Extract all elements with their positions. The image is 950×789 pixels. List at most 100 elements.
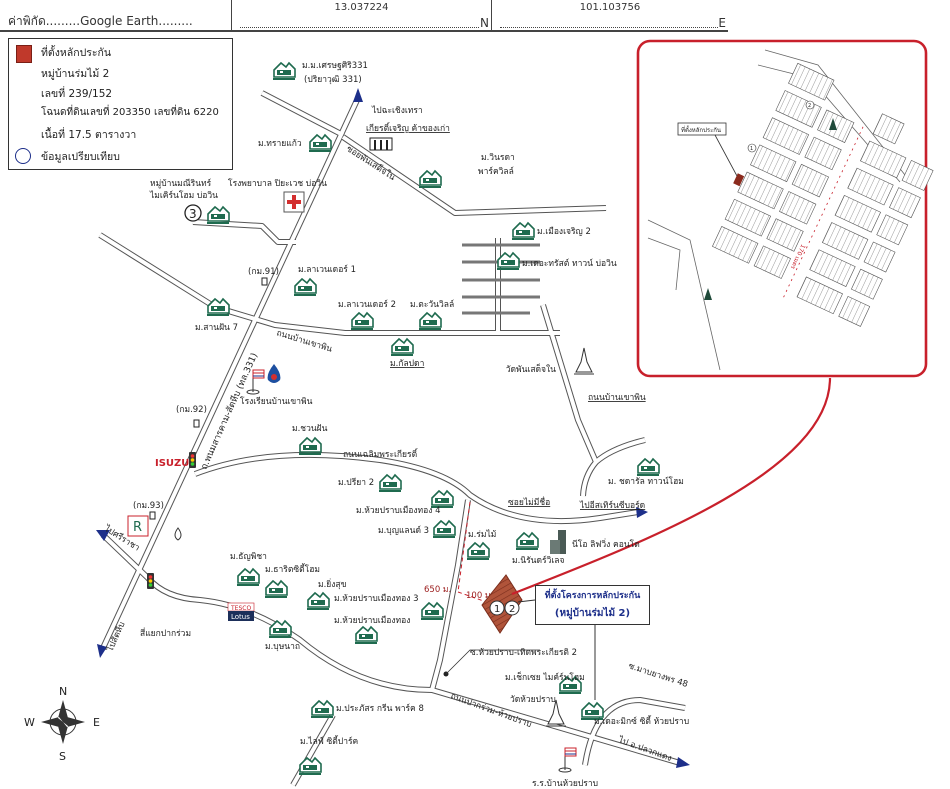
place-label: ม.เดอะทรัสต์ ทาวน์ บ่อวิน bbox=[522, 258, 617, 269]
legend-house-no: เลขที่ 239/152 bbox=[41, 88, 113, 100]
legend-comparables: ข้อมูลเปรียบเทียบ bbox=[41, 151, 120, 163]
place-label: ม.ม.เศรษฐศิริ331 bbox=[302, 61, 368, 71]
inset-marker-1-icon bbox=[747, 143, 757, 153]
house-icon bbox=[293, 278, 317, 296]
house-icon bbox=[378, 474, 402, 492]
inset-location-tag-box bbox=[677, 122, 727, 136]
inset-road-line bbox=[764, 49, 906, 176]
hospital-cross-icon bbox=[283, 191, 305, 213]
temple-pagoda-icon bbox=[574, 347, 594, 375]
coord-label: ค่าพิกัด......... bbox=[8, 14, 81, 28]
inset-road-line bbox=[647, 237, 681, 291]
place-label: ม.เดอะมิกซ์ ซิตี้ ห้วยปราบ bbox=[594, 715, 689, 727]
house-icon bbox=[515, 532, 539, 550]
condo-building-icon bbox=[550, 530, 566, 554]
lot-block bbox=[796, 276, 843, 315]
lot-block bbox=[791, 163, 830, 198]
place-label: ม.ยิ่งสุข bbox=[318, 578, 347, 590]
housing-estates bbox=[206, 62, 660, 775]
school-flag-icon bbox=[246, 369, 265, 395]
km-marker-91-icon bbox=[261, 277, 268, 286]
place-label: ม.เมืองเจริญ 2 bbox=[537, 226, 591, 237]
leader-line bbox=[445, 649, 540, 675]
place-label: ม.กัลปดา bbox=[390, 359, 424, 369]
place-label: ม. ชดารัล ทาวน์โฮม bbox=[608, 476, 684, 487]
lot-block bbox=[779, 191, 817, 225]
house-icon bbox=[308, 134, 332, 152]
inset-road-line bbox=[647, 219, 721, 371]
longitude-dotted-line bbox=[500, 17, 722, 28]
place-label: ม.ธาริตซิตี้โฮม bbox=[265, 563, 320, 575]
road-label: ถนนเฉลิมพระเกียรติ์ bbox=[343, 448, 419, 460]
place-label: หมู่บ้านมณีรินทร์ bbox=[150, 178, 212, 189]
place-label: วัดพันเสด็จใน bbox=[506, 363, 556, 375]
house-icon bbox=[390, 338, 414, 356]
comparable-3-icon bbox=[184, 204, 202, 222]
house-icon bbox=[432, 520, 456, 538]
km-marker-93-icon bbox=[149, 511, 156, 520]
project-subtitle: (หมู่บ้านร่มไม้ 2) bbox=[554, 608, 631, 619]
arrow-sattahip-icon bbox=[97, 644, 107, 658]
lot-block bbox=[766, 218, 804, 252]
longitude-direction: E bbox=[718, 16, 726, 30]
inset-pointer-line bbox=[714, 134, 738, 177]
place-label: ม.ร่มไม้ bbox=[468, 529, 496, 540]
compass-west: W bbox=[24, 716, 35, 729]
coord-source-cell: ค่าพิกัด.........Google Earth......... bbox=[0, 0, 232, 30]
distance-650m-line bbox=[457, 501, 471, 593]
house-icon bbox=[466, 542, 490, 560]
km-label: (กม.91) bbox=[248, 267, 279, 277]
place-label: ม.ห้วยปราบเมืองทอง bbox=[334, 615, 410, 626]
km-label: (กม.92) bbox=[176, 405, 207, 415]
arrow-eastern-seaboard-icon bbox=[636, 507, 648, 518]
place-label: ม.ไลฟ์ ซิตี้ปาร์ค bbox=[300, 735, 358, 747]
r-logo-icon: R bbox=[127, 515, 149, 537]
project-label-box: ที่ตั้งโครงการหลักประกัน (หมู่บ้านร่มไม้… bbox=[535, 585, 650, 625]
place-label: ม.บุษนาถ bbox=[265, 642, 300, 652]
arrow-sriracha-icon bbox=[96, 530, 110, 541]
inset-marker-2-icon bbox=[805, 100, 815, 110]
r-logo-text: R bbox=[133, 520, 142, 535]
road-label: ซ.มาบยางพร 48 bbox=[627, 661, 689, 690]
traffic-light-icon bbox=[147, 573, 154, 589]
place-label: โรงเรียนบ้านเขาพิน bbox=[240, 396, 313, 407]
place-label: ม.ห้วยปราบเมืองทอง 3 bbox=[334, 593, 419, 604]
lot-block bbox=[876, 214, 909, 246]
place-label: ม.ลาเวนเดอร์ 2 bbox=[338, 299, 396, 310]
lot-block bbox=[838, 295, 871, 327]
road-fill bbox=[98, 233, 562, 335]
place-label: นีโอ ลิฟวิ่ง คอนโด bbox=[572, 538, 640, 550]
direction-label: ไปฉะเชิงเทรา bbox=[371, 105, 423, 116]
distance-100m-label: 100 ม. bbox=[466, 591, 493, 601]
house-icon bbox=[420, 602, 444, 620]
lot-block bbox=[737, 171, 784, 210]
lot-block bbox=[724, 198, 772, 237]
km-label: (กม.93) bbox=[133, 501, 164, 511]
longitude-cell: 101.103756 E bbox=[492, 0, 728, 30]
lot-block bbox=[809, 249, 856, 287]
legend-deed: โฉนดที่ดินเลขที่ 203350 เลขที่ดิน 6220 bbox=[41, 107, 219, 118]
lot-block bbox=[847, 167, 894, 206]
house-icon bbox=[418, 312, 442, 330]
place-label: ม.ประภัสร กรีน พาร์ค 8 bbox=[336, 703, 424, 714]
marker-2-label: 2 bbox=[509, 604, 515, 615]
inset-marker-2-label: 2 bbox=[808, 103, 811, 109]
place-label: ไมเคิร์นโฮม บ่อวิน bbox=[149, 190, 218, 201]
temple-pagoda-icon bbox=[546, 699, 566, 727]
inset-collateral-lot bbox=[733, 173, 745, 187]
house-icon bbox=[206, 206, 230, 224]
road bbox=[543, 305, 645, 462]
inset-marker-1-label: 1 bbox=[750, 146, 753, 152]
place-label: ม.เช็กเซย ไมค์ร์นโฮม bbox=[505, 671, 585, 683]
inset-road-centerline bbox=[782, 126, 864, 300]
landmarks: 3 bbox=[127, 137, 594, 773]
house-icon bbox=[264, 580, 288, 598]
isuzu-logo: ISUZU bbox=[155, 458, 189, 469]
project-leader-line bbox=[517, 599, 536, 603]
lot-block bbox=[775, 90, 822, 128]
place-label: พาร์ควิลล์ bbox=[478, 166, 514, 177]
latitude-cell: 13.037224 N bbox=[232, 0, 492, 30]
traffic-light-icon bbox=[189, 452, 196, 468]
compass-south: S bbox=[59, 750, 66, 763]
lot-block bbox=[872, 113, 905, 145]
